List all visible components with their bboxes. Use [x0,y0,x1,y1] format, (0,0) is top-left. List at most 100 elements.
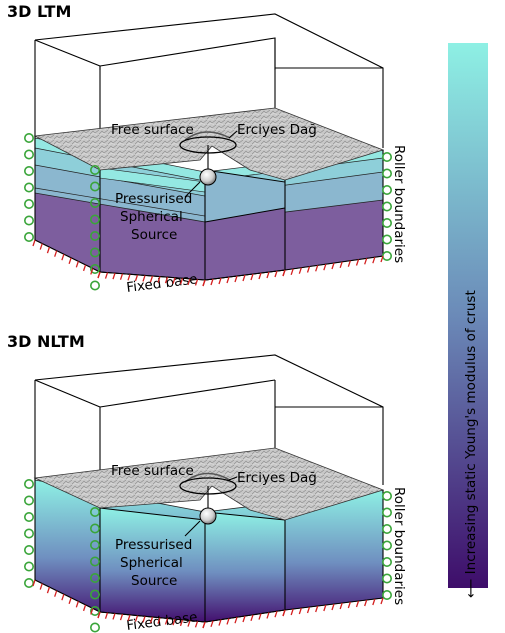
hatch-mark [266,271,270,279]
source-label-line1: Pressurised [115,191,192,207]
roller-marker [90,589,101,600]
roller-marker [23,495,34,506]
hatch-mark [266,612,270,619]
roller-boundaries-label: Roller boundaries [391,487,407,605]
roller-marker [90,280,101,291]
source-label-line1: Pressurised [115,537,192,553]
roller-marker [23,182,34,193]
fixed-base-label: Fixed base [126,609,199,633]
roller-marker [381,185,392,196]
hatch-mark [202,279,206,287]
roller-marker [23,478,34,489]
hatch-mark [82,264,87,272]
hatch-mark [179,619,184,627]
hatch-mark [68,257,72,264]
roller-marker [381,234,392,245]
hatch-mark [97,271,101,279]
roller-marker [23,133,34,144]
fixed-base-hatching [32,579,384,629]
hatch-mark [90,268,94,275]
hatch-mark [134,615,139,622]
hatch-mark [380,597,384,605]
roller-marker [381,152,392,163]
hatch-mark [258,272,262,280]
hatch-mark [323,604,327,612]
fixed-base-hatching [32,239,384,287]
roller-marker [381,201,392,212]
pressurised-sphere [199,168,217,186]
hatch-mark [331,603,335,611]
hatch-mark [315,265,319,272]
hatch-mark [112,272,116,280]
roller-marker [90,263,101,274]
hatch-mark [179,278,184,285]
roller-markers [23,133,392,291]
roller-marker [90,572,101,583]
roller-marker [381,540,392,551]
panel-nltm: 3D NLTM Fre [7,332,407,633]
roller-marker [381,523,392,534]
hatch-mark [258,613,262,620]
hatch-mark [372,598,376,606]
roller-marker [23,149,34,160]
hatch-mark [234,616,238,624]
hatch-mark [104,272,109,279]
roller-marker [90,181,101,192]
hatch-mark [347,601,351,609]
roller-marker [23,199,34,210]
hatch-mark [172,618,176,626]
source-label-line3: Source [131,573,177,589]
hatch-mark [355,259,360,266]
panel-title: 3D NLTM [7,332,85,351]
hatch-mark [210,620,214,628]
hatch-mark [142,275,146,282]
roller-marker [23,215,34,226]
hatch-mark [290,268,294,276]
hatch-mark [119,613,124,621]
volcano-label: Erciyes Dağ [237,470,317,486]
hatch-mark [97,611,101,619]
roller-marker [23,528,34,539]
roller-marker [23,232,34,243]
hatch-mark [61,254,65,261]
hatch-mark [339,261,343,269]
hatch-mark [355,600,360,608]
hatch-mark [282,609,286,617]
hatch-mark [372,256,376,264]
roller-marker [381,218,392,229]
hatch-mark [75,601,79,608]
hatch-mark [127,274,131,281]
hatch-mark [250,273,254,281]
roller-marker [381,507,392,518]
hatch-mark [157,617,161,624]
hatch-mark [149,275,154,283]
roller-marker [23,511,34,522]
hatch-mark [187,278,191,286]
roller-marker [381,168,392,179]
roller-boundaries-label: Roller boundaries [391,145,407,263]
roller-marker [90,622,101,633]
hatch-mark [202,621,206,629]
hatch-mark [54,590,58,597]
hatch-mark [380,255,384,263]
hatch-mark [142,616,146,623]
hatch-mark [164,618,169,625]
hatch-mark [210,278,214,286]
hatch-mark [298,607,302,615]
roller-marker [381,573,392,584]
hatch-mark [274,270,278,278]
panel-ltm: 3D LTM [7,2,407,296]
free-surface-terrain [33,107,385,181]
hatch-mark [242,274,246,282]
hatch-mark [298,267,302,274]
hatch-mark [187,620,191,627]
roller-markers [23,478,392,633]
roller-marker [90,605,101,616]
hatch-mark [127,614,131,622]
hatch-mark [172,277,176,284]
colorbar-label: ⟵ Increasing static Young's modulus of c… [463,290,479,598]
roller-marker [23,577,34,588]
hatch-mark [250,614,254,622]
hatch-mark [339,602,343,610]
